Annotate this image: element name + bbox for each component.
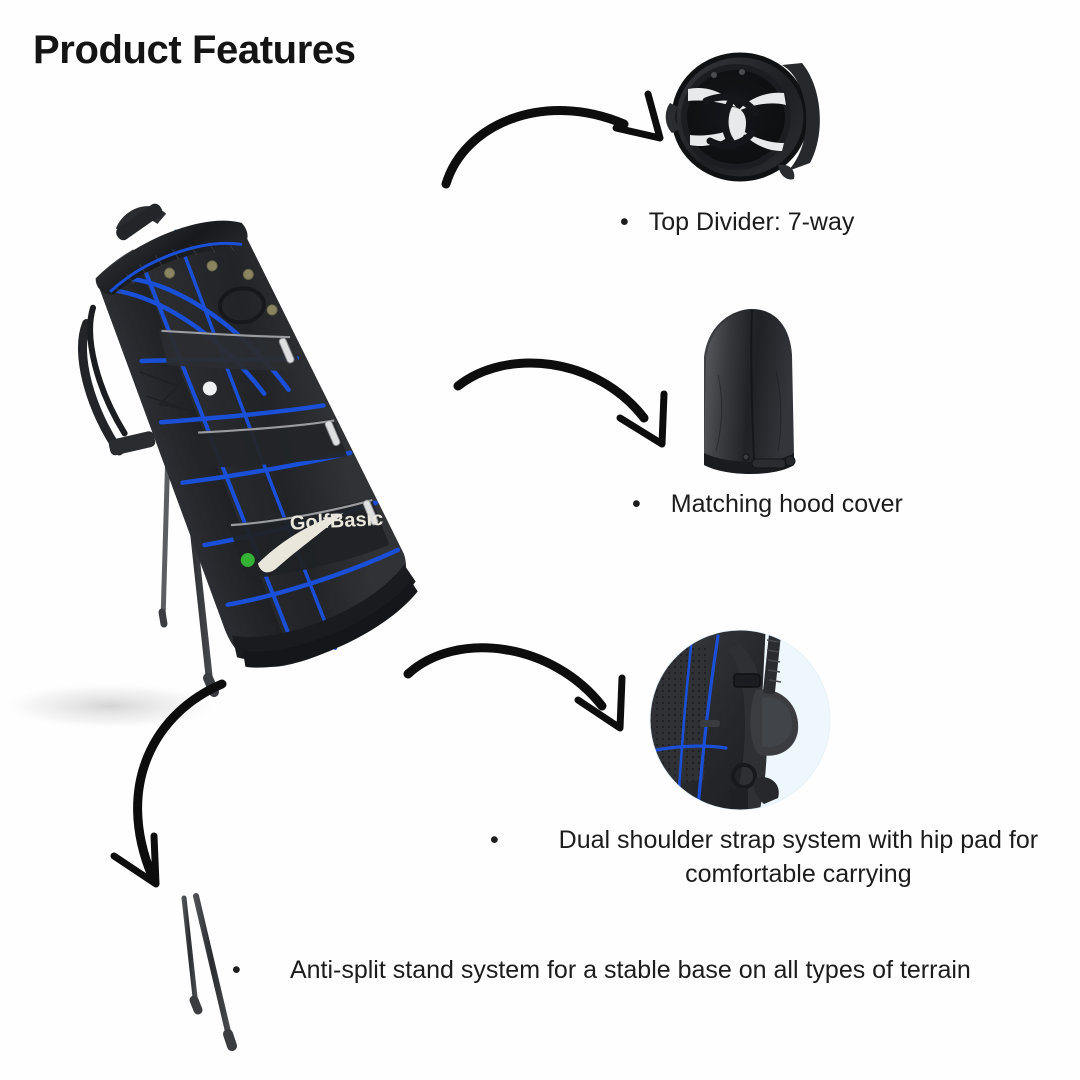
feature-bullet-shoulder-straps: • Dual shoulder strap system with hip pa… <box>490 824 1070 891</box>
page-title: Product Features <box>33 28 356 72</box>
bullet-marker: • <box>232 956 241 984</box>
feature-bullet-top-divider: • Top Divider: 7-way <box>620 206 960 240</box>
bag-logo-text: GolfBasic <box>289 508 383 535</box>
stand-legs-photo <box>160 888 270 1053</box>
hood-cover-photo <box>690 305 805 480</box>
shoulder-strap-detail-photo <box>648 628 833 813</box>
bullet-marker: • <box>490 826 499 854</box>
main-golf-bag-photo: GolfBasic <box>0 160 510 740</box>
feature-text-stand-system: Anti-split stand system for a stable bas… <box>289 956 971 984</box>
top-divider-photo <box>660 45 830 190</box>
feature-text-shoulder-straps: Dual shoulder strap system with hip pad … <box>558 826 1039 888</box>
feature-text-top-divider: Top Divider: 7-way <box>648 208 855 236</box>
bullet-marker: • <box>620 208 629 236</box>
bullet-marker: • <box>632 490 641 518</box>
feature-bullet-stand-system: • Anti-split stand system for a stable b… <box>232 954 992 988</box>
feature-text-hood-cover: Matching hood cover <box>670 490 903 518</box>
feature-bullet-hood-cover: • Matching hood cover <box>632 488 992 522</box>
